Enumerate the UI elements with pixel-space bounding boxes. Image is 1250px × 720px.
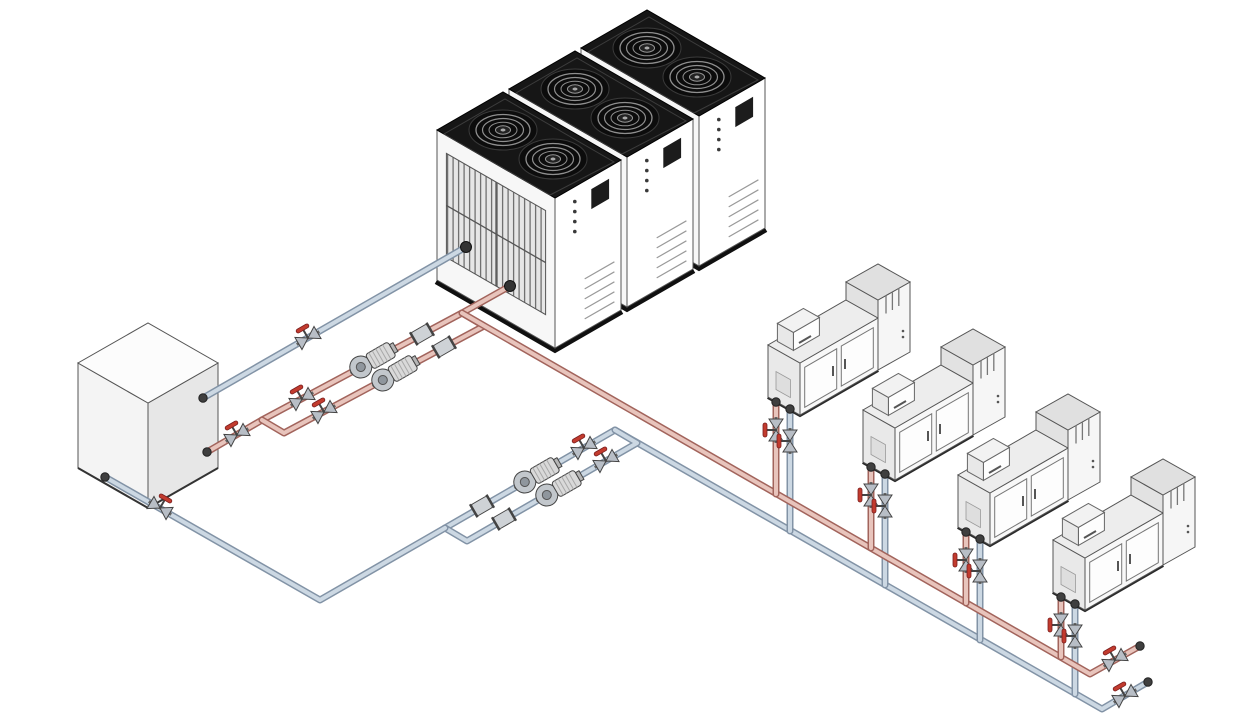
pipe-hot-to-chiller-fill [460, 284, 512, 315]
valve-cold-riser-unit-4 [1060, 621, 1084, 651]
flange-tank-return-in [100, 472, 110, 482]
pipe-hot-pump-branch-b [258, 309, 488, 437]
buffer-tank [76, 322, 220, 510]
pipe-cold-return-to-tank-fill [103, 475, 447, 602]
valve-cold-riser-unit-3 [965, 556, 989, 586]
flange-cold-unit-2 [880, 469, 890, 479]
flange-cold-unit-3 [975, 534, 985, 544]
flange-hot-unit-2 [866, 462, 876, 472]
flange-chiller-hot [504, 280, 516, 292]
valve-cold-riser-unit-2 [870, 491, 894, 521]
pipe-cold-chiller-to-tank-fill [201, 245, 468, 400]
flange-hot-unit-3 [961, 527, 971, 537]
flange-hot-main-cap [1135, 641, 1145, 651]
tank-top-face [76, 322, 220, 404]
flange-cold-main-cap [1143, 677, 1153, 687]
flange-hot-unit-1 [771, 397, 781, 407]
pipe-cold-risers-fill [788, 407, 1077, 696]
flange-cold-unit-4 [1070, 599, 1080, 609]
flange-tank-cold-in [198, 393, 208, 403]
valve-cold-riser-unit-1 [775, 426, 799, 456]
flange-tank-hot-out [202, 447, 212, 457]
pipe-hot-pump-branch-b-fill [260, 311, 486, 435]
flange-cold-unit-1 [785, 404, 795, 414]
flange-chiller-cold [460, 241, 472, 253]
flange-hot-unit-4 [1056, 592, 1066, 602]
